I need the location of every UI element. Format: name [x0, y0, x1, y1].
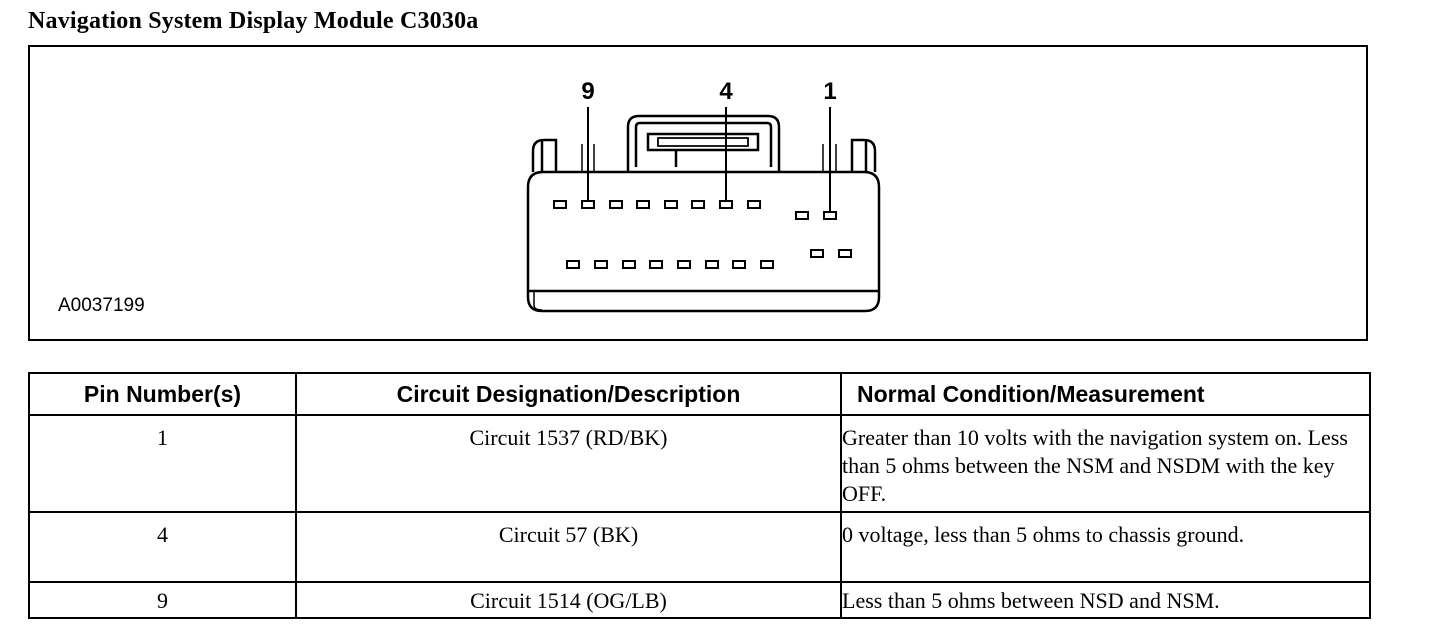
- pin-cavity: [649, 260, 663, 269]
- pin-cavity: [664, 200, 678, 209]
- connector-figure: 9 4 1: [28, 45, 1368, 341]
- condition-cell: 0 voltage, less than 5 ohms to chassis g…: [840, 511, 1371, 583]
- table-row: 1 Circuit 1537 (RD/BK) Greater than 10 v…: [28, 414, 1371, 513]
- pin-number-cell: 1: [28, 414, 297, 513]
- pin-cavities: [553, 200, 852, 269]
- pin-cavity: [691, 200, 705, 209]
- header-pin-numbers: Pin Number(s): [28, 372, 297, 416]
- pin-label-1: 1: [823, 78, 836, 105]
- pin-cavity: [553, 200, 567, 209]
- pin-number-cell: 9: [28, 581, 297, 619]
- pin-cavity: [677, 260, 691, 269]
- pin-cavity: [795, 211, 809, 220]
- table-row: 4 Circuit 57 (BK) 0 voltage, less than 5…: [28, 511, 1371, 583]
- pin-cavity: [566, 260, 580, 269]
- pin-cavity: [810, 249, 824, 258]
- pin-table: Pin Number(s) Circuit Designation/Descri…: [28, 372, 1371, 619]
- pin-label-9: 9: [581, 78, 594, 105]
- condition-cell: Less than 5 ohms between NSD and NSM.: [840, 581, 1371, 619]
- pin-cavity: [594, 260, 608, 269]
- table-header-row: Pin Number(s) Circuit Designation/Descri…: [28, 372, 1371, 416]
- pin-cavity: [636, 200, 650, 209]
- header-circuit: Circuit Designation/Description: [295, 372, 842, 416]
- pin-cavity: [747, 200, 761, 209]
- pin-label-4: 4: [719, 78, 733, 105]
- circuit-cell: Circuit 1514 (OG/LB): [295, 581, 842, 619]
- table-row: 9 Circuit 1514 (OG/LB) Less than 5 ohms …: [28, 581, 1371, 619]
- pin-cavity: [581, 200, 595, 209]
- page-title: Navigation System Display Module C3030a: [28, 8, 479, 34]
- header-condition: Normal Condition/Measurement: [840, 372, 1371, 416]
- pin-cavity: [732, 260, 746, 269]
- pin-cavity: [838, 249, 852, 258]
- pin-cavity: [719, 200, 733, 209]
- pin-cavity: [760, 260, 774, 269]
- connector-diagram: 9 4 1: [526, 78, 881, 313]
- connector-body: [526, 107, 881, 313]
- pin-number-cell: 4: [28, 511, 297, 583]
- pin-cavity: [609, 200, 623, 209]
- circuit-cell: Circuit 1537 (RD/BK): [295, 414, 842, 513]
- figure-id: A0037199: [58, 295, 145, 316]
- circuit-cell: Circuit 57 (BK): [295, 511, 842, 583]
- pin-cavity: [705, 260, 719, 269]
- pin-cavity: [823, 211, 837, 220]
- pin-cavity: [622, 260, 636, 269]
- condition-cell: Greater than 10 volts with the navigatio…: [840, 414, 1371, 513]
